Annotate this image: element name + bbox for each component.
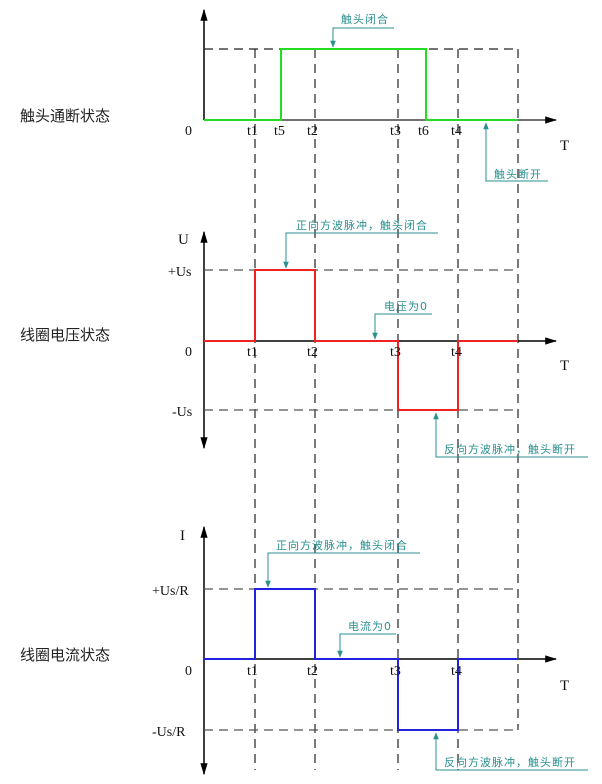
tick-t1: t1 xyxy=(247,345,258,360)
tick-t1: t1 xyxy=(247,664,258,679)
annotation-text: 触头断开 xyxy=(494,167,542,181)
y-axis-name: I xyxy=(180,528,185,544)
annotation-positive-pulse: 正向方波脉冲，触头闭合 xyxy=(265,538,420,588)
zero-label: 0 xyxy=(185,124,192,139)
tick-t3: t3 xyxy=(390,664,401,679)
high-level-label: +Us xyxy=(168,265,191,280)
annotation-text: 电压为0 xyxy=(384,300,428,313)
low-level-label: -Us xyxy=(172,405,192,420)
annotation-voltage-zero: 电压为0 xyxy=(372,300,432,340)
x-axis-name: T xyxy=(560,678,569,694)
annotation-negative-pulse: 反向方波脉冲，触头断开 xyxy=(433,732,588,771)
annotation-text: 触头闭合 xyxy=(341,12,389,26)
low-level-label: -Us/R xyxy=(152,725,186,740)
section-contact: 触头通断状态 0 t1 t5 t2 t3 t6 t4 T 触头闭合 触头断开 xyxy=(20,8,569,182)
section-label: 线圈电流状态 xyxy=(20,646,110,664)
annotation-text: 电流为0 xyxy=(348,619,392,633)
tick-t4: t4 xyxy=(451,124,462,139)
tick-t2: t2 xyxy=(307,124,318,139)
annotation-negative-pulse: 反向方波脉冲，触头断开 xyxy=(433,412,588,458)
tick-t2: t2 xyxy=(307,664,318,679)
annotation-current-zero: 电流为0 xyxy=(337,619,396,658)
section-voltage: 线圈电压状态 U +Us 0 -Us t1 t2 t3 t4 T 正向方波脉冲，… xyxy=(20,218,588,458)
annotation-text: 反向方波脉冲，触头断开 xyxy=(444,442,576,456)
section-label: 触头通断状态 xyxy=(20,107,110,125)
zero-label: 0 xyxy=(185,664,192,679)
annotation-positive-pulse: 正向方波脉冲，触头闭合 xyxy=(283,218,438,269)
contact-signal xyxy=(204,48,518,121)
annotation-text: 正向方波脉冲，触头闭合 xyxy=(276,538,408,552)
tick-t4: t4 xyxy=(451,345,462,360)
y-axis-name: U xyxy=(178,232,189,248)
annotation-contact-open: 触头断开 xyxy=(483,122,548,182)
tick-t2: t2 xyxy=(307,345,318,360)
section-current: 线圈电流状态 I +Us/R 0 -Us/R t1 t2 t3 t4 T 正向方… xyxy=(20,525,588,776)
annotation-contact-closed: 触头闭合 xyxy=(330,12,394,48)
high-level-label: +Us/R xyxy=(152,584,189,599)
x-axis-name: T xyxy=(560,358,569,374)
voltage-signal xyxy=(204,269,518,411)
annotation-text: 正向方波脉冲，触头闭合 xyxy=(296,218,428,232)
current-signal xyxy=(204,588,518,731)
section-label: 线圈电压状态 xyxy=(20,326,110,344)
tick-t4: t4 xyxy=(451,664,462,679)
tick-t3: t3 xyxy=(390,345,401,360)
tick-t3: t3 xyxy=(390,124,401,139)
tick-t6: t6 xyxy=(418,124,429,139)
tick-t1: t1 xyxy=(247,124,258,139)
annotation-text: 反向方波脉冲，触头断开 xyxy=(444,755,576,769)
x-axis-name: T xyxy=(560,138,569,154)
zero-label: 0 xyxy=(185,345,192,360)
tick-t5: t5 xyxy=(274,124,285,139)
